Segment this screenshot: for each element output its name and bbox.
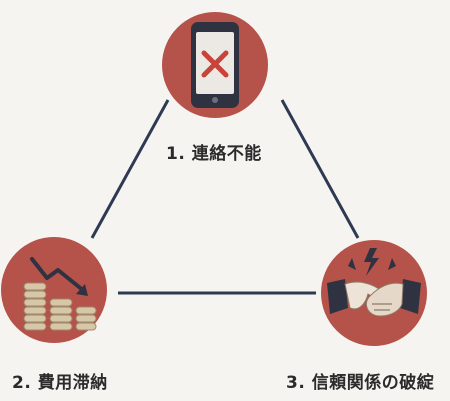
node-3-label: 3. 信頼関係の破綻 [286, 373, 435, 393]
node-3-circle [321, 240, 427, 346]
broken-handshake-icon [327, 248, 421, 317]
connector-lines [90, 99, 360, 295]
falling-coins-icon [23, 257, 97, 331]
edge-1-2 [90, 99, 170, 239]
node-1-circle [162, 12, 268, 118]
edge-1-3 [280, 99, 360, 239]
node-1-label: 1. 連絡不能 [166, 144, 262, 164]
node-2-circle [1, 237, 107, 343]
phone-cross-icon [191, 22, 239, 108]
node-2-label: 2. 費用滞納 [12, 373, 108, 393]
